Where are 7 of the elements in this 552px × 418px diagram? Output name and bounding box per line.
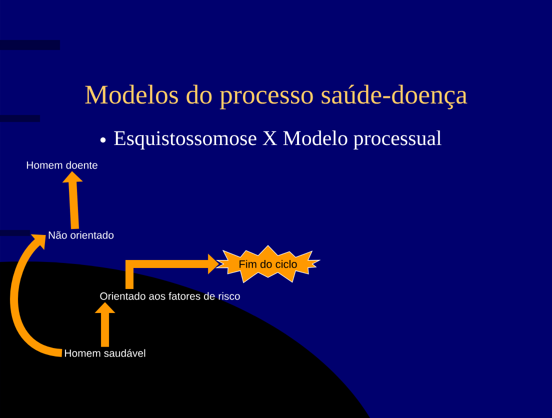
block-arrow xyxy=(10,234,63,357)
node-label: Orientado aos fatores de risco xyxy=(100,292,240,300)
title: Modelos do processo saúde-doença xyxy=(85,84,468,110)
bullet-point: Esquistossomose X Modelo processual xyxy=(114,130,442,150)
node-label: Não orientado xyxy=(48,231,114,239)
node-label: Homem doente xyxy=(26,161,98,169)
node-label: Homem saudável xyxy=(65,349,146,357)
